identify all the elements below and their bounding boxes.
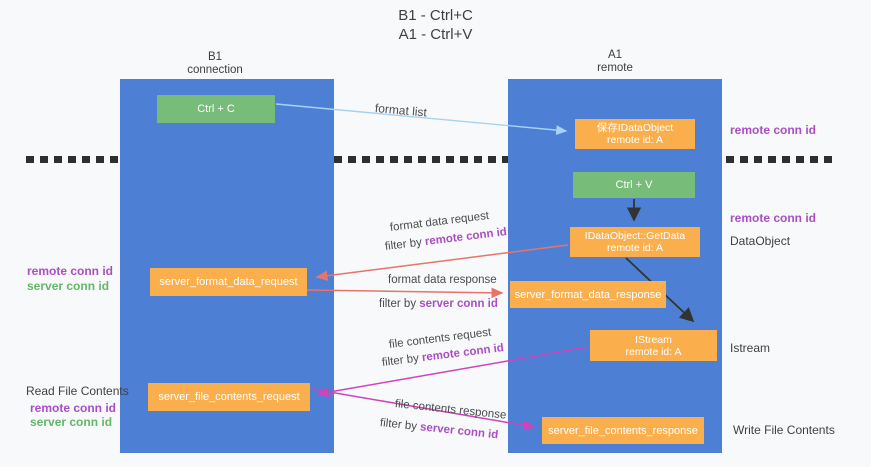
save-idataobject-box: 保存IDataObject remote id: A (575, 119, 695, 149)
left-server-conn-id-1: server conn id (27, 279, 110, 293)
column-b1-role: connection (187, 64, 243, 76)
arrow-format-data-response (306, 287, 504, 299)
server-file-contents-request-label: server_file_contents_request (158, 391, 300, 403)
server-file-contents-request-box: server_file_contents_request (148, 383, 310, 411)
idataobject-getdata-box: IDataObject::GetData remote id: A (570, 227, 700, 257)
label-filter-server-conn-1: filter by server conn id (379, 298, 498, 310)
ctrl-c-box: Ctrl + C (157, 95, 275, 123)
arrow-file-contents-request (316, 346, 589, 398)
server-format-data-response-box: server_format_data_response (510, 281, 666, 308)
left-read-file-contents: Read File Contents (26, 384, 129, 398)
column-header-a1: A1 remote (508, 49, 722, 75)
ctrl-c-label: Ctrl + C (197, 103, 235, 115)
server-format-data-request-label: server_format_data_request (159, 276, 298, 288)
ctrl-v-box: Ctrl + V (573, 172, 695, 198)
right-dataobject-label: DataObject (730, 234, 791, 248)
column-a1-name: A1 (607, 49, 623, 61)
column-b1-name: B1 (207, 51, 223, 63)
left-remote-conn-id-1: remote conn id (27, 264, 114, 278)
arrow-format-list (275, 103, 568, 135)
left-remote-conn-id-2: remote conn id (30, 401, 117, 415)
istream-line1: IStream (635, 333, 672, 346)
right-istream-label: Istream (730, 341, 771, 355)
server-file-contents-response-label: server_file_contents_response (548, 424, 698, 437)
server-conn-id-text-1: server conn id (419, 298, 498, 310)
filter-by-text-2: filter by (379, 298, 420, 310)
save-idataobject-line2: remote id: A (606, 134, 664, 146)
ctrl-v-label: Ctrl + V (615, 179, 653, 191)
getdata-line2: remote id: A (606, 242, 664, 254)
session-separator-line (26, 156, 836, 163)
right-remote-conn-id-2: remote conn id (730, 211, 817, 225)
arrow-file-contents-response (311, 388, 536, 431)
column-a1-role: remote (597, 62, 633, 74)
arrow-format-data-request (315, 244, 569, 281)
right-write-file-contents: Write File Contents (733, 423, 835, 437)
diagram-title: B1 - Ctrl+C A1 - Ctrl+V (0, 6, 871, 44)
istream-line2: remote id: A (625, 345, 682, 358)
column-header-b1: B1 connection (120, 51, 310, 77)
label-format-data-response: format data response (388, 274, 497, 286)
save-idataobject-line1: 保存IDataObject (596, 122, 674, 134)
right-remote-conn-id-1: remote conn id (730, 123, 817, 137)
left-server-conn-id-2: server conn id (30, 415, 113, 429)
server-format-data-response-label: server_format_data_response (514, 288, 662, 301)
istream-box: IStream remote id: A (590, 330, 717, 361)
title-line-1: B1 - Ctrl+C (398, 7, 473, 24)
title-line-2: A1 - Ctrl+V (398, 26, 473, 43)
server-format-data-request-box: server_format_data_request (150, 268, 307, 296)
getdata-line1: IDataObject::GetData (584, 230, 686, 242)
server-file-contents-response-box: server_file_contents_response (542, 417, 704, 444)
